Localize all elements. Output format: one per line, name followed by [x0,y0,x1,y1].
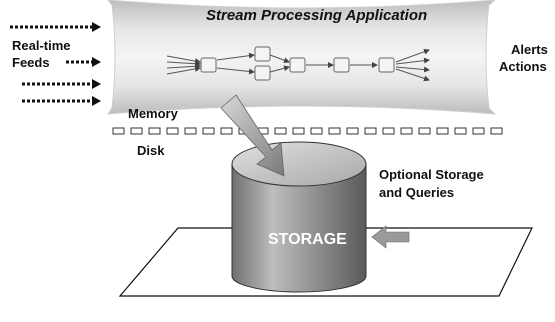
feed-arrowheads [92,22,101,106]
operator-node [254,46,271,62]
memory-label: Memory [128,106,178,121]
operator-node [254,65,271,81]
processing-tube [107,0,497,115]
diagram-title: Stream Processing Application [206,7,428,24]
optional-storage-arrow [371,225,410,249]
feeds-label-line2: Feeds [12,55,50,70]
feed-arrows [10,25,92,103]
operator-node [289,57,306,73]
operator-node [333,57,350,73]
memory-disk-divider [112,127,503,135]
outputs-label-line2: Actions [499,59,547,74]
feeds-label-line1: Real-time [12,38,71,53]
optional-storage-label-line2: and Queries [379,185,455,200]
optional-storage-label-line1: Optional Storage [379,167,484,182]
operator-nodes [200,46,395,81]
storage-label: STORAGE [268,231,347,248]
storage-cylinder [231,141,367,293]
operator-node [378,57,395,73]
operator-node [200,57,217,73]
outputs-label-line1: Alerts [511,42,548,57]
disk-label: Disk [137,143,165,158]
memory-to-storage-arrow [220,94,285,177]
operator-flow-edges [166,48,430,82]
